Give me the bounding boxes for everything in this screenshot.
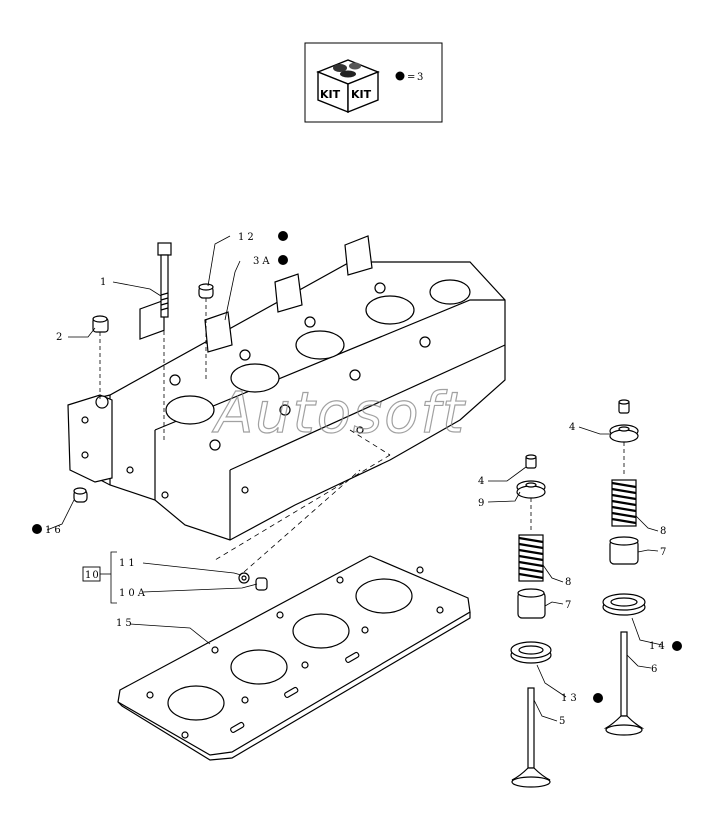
callout-2: 2 [56, 332, 65, 343]
small-plugs [238, 469, 361, 591]
kit-dots [32, 231, 682, 703]
callout-12: 12 [238, 232, 257, 243]
callout-4-left: 4 [478, 476, 487, 487]
callout-bracket [100, 551, 117, 604]
kit-equals: = [407, 72, 415, 83]
kit-dot-14 [672, 641, 682, 651]
callout-16: 16 [45, 525, 64, 536]
kit-box-icon: KIT KIT [316, 59, 380, 114]
callout-13: 13 [561, 693, 580, 704]
guide-lines [214, 429, 391, 561]
valve-assembly-right [602, 399, 646, 736]
callout-labels: 1 2 12 3A 16 11 10A 10 15 4 9 8 7 13 5 4… [45, 232, 669, 727]
kit-legend: KIT KIT = 3 [304, 42, 443, 123]
callout-5: 5 [559, 716, 568, 727]
leader-lines [46, 235, 663, 722]
kit-dot-16 [32, 524, 42, 534]
plug-12 [198, 283, 214, 380]
callout-11: 11 [119, 558, 138, 569]
callout-1: 1 [100, 277, 109, 288]
head-bolt [157, 242, 172, 440]
kit-label-left: KIT [320, 88, 341, 101]
callout-3a: 3A [253, 256, 273, 267]
cylinder-head [67, 235, 506, 541]
callout-8-right: 8 [660, 526, 669, 537]
head-gasket [117, 555, 471, 761]
callout-14: 14 [649, 641, 668, 652]
callout-4-right: 4 [569, 422, 578, 433]
callout-7-right: 7 [660, 547, 669, 558]
callout-9: 9 [478, 498, 487, 509]
callout-box-10 [82, 566, 101, 582]
callout-10: 10 [85, 570, 100, 581]
callout-8-left: 8 [565, 577, 574, 588]
valve-assembly-left [510, 454, 552, 788]
callout-10a: 10A [119, 588, 148, 599]
plug-cap [92, 315, 109, 400]
plug-16 [73, 487, 88, 503]
kit-number: 3 [417, 72, 423, 83]
kit-dot-12 [278, 231, 288, 241]
callout-7-left: 7 [565, 600, 574, 611]
kit-dot-3a [278, 255, 288, 265]
callout-6: 6 [651, 664, 660, 675]
valve-spring-left [518, 534, 544, 582]
callout-15: 15 [116, 618, 135, 629]
valve-spring-right [611, 479, 637, 527]
kit-dot-icon [395, 71, 405, 81]
watermark: Autosoft [212, 381, 466, 446]
kit-dot-13 [593, 693, 603, 703]
kit-label-right: KIT [351, 88, 372, 101]
